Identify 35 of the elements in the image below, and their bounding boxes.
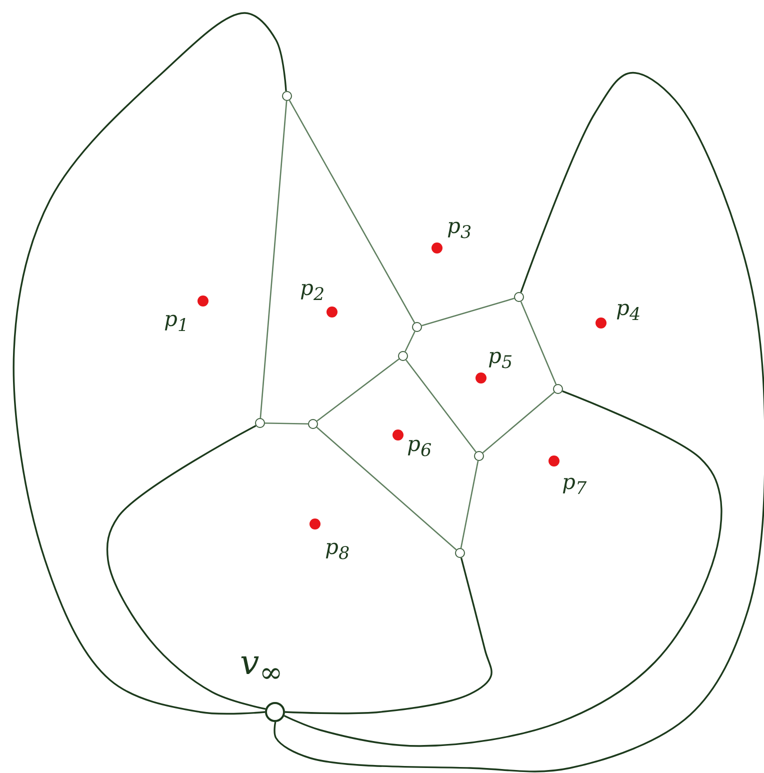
site-label: p$_{5}$: [488, 346, 513, 373]
edge-line: [288, 100, 416, 323]
edge-line: [274, 72, 764, 772]
edge-line: [12, 12, 287, 715]
vertex-circle: [514, 292, 524, 302]
vertex-circle: [412, 322, 422, 332]
edge-line: [316, 358, 400, 422]
edge-line: [422, 298, 514, 326]
edge-line: [106, 425, 266, 710]
site-label: p$_{7}$: [562, 472, 587, 499]
edge-line: [520, 301, 557, 385]
edge-line: [482, 392, 555, 454]
vertex-circle: [398, 351, 408, 361]
site-label: p$_{2}$: [300, 278, 325, 305]
site-label: p$_{4}$: [616, 298, 641, 325]
site-label: p$_{6}$: [407, 434, 432, 461]
edge-line: [260, 100, 288, 418]
edge-line: [284, 558, 492, 714]
vertex-circle: [455, 548, 465, 558]
edge-line: [264, 422, 308, 425]
vertex-at-infinity: [265, 702, 285, 722]
site-label: p$_{1}$: [164, 309, 189, 336]
edge-line: [404, 331, 416, 352]
site-label: p$_{3}$: [447, 216, 472, 243]
vertex-circle: [553, 384, 563, 394]
vertex-circle: [308, 419, 318, 429]
edge-line: [284, 390, 722, 747]
edge-line: [406, 360, 476, 452]
vertex-label: v$_{∞}$: [240, 646, 283, 688]
edge-line: [460, 460, 479, 548]
vertex-circle: [474, 451, 484, 461]
vertex-circle: [255, 418, 265, 428]
vertex-circle: [282, 91, 292, 101]
site-label: p$_{8}$: [325, 537, 350, 564]
edge-line: [316, 426, 457, 550]
